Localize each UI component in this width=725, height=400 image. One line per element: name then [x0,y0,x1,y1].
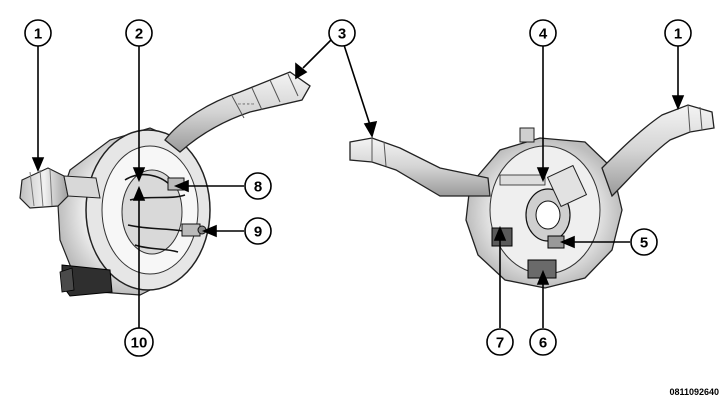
left-wiper-stalk [164,71,311,153]
arrow-7 [493,225,507,241]
leader-lines [31,37,685,328]
arrow-5 [559,235,575,249]
right-headlamp-stalk [349,137,491,197]
arrow-2 [132,167,146,183]
callout-6-label: 6 [539,335,547,352]
callout-1-left: 1 [24,19,52,47]
callout-7: 7 [486,328,514,356]
callout-9: 9 [244,217,272,245]
figure-code: 0811092640 [669,387,719,397]
arrow-8 [173,179,189,193]
right-headlamp-bands [371,138,387,167]
arrow-9 [201,224,217,238]
callouts: 1 2 3 4 1 8 9 5 [24,19,692,357]
arrow-3a [295,62,308,80]
callout-4: 4 [529,19,557,47]
callout-1-left-label: 1 [34,26,42,43]
callout-5: 5 [630,228,658,256]
callout-7-label: 7 [496,335,504,352]
left-wiring [124,173,191,253]
callout-3: 3 [328,19,356,47]
arrow-1a [31,157,45,173]
callout-10: 10 [124,327,154,357]
left-stalk-bands [231,73,299,119]
callout-8-label: 8 [254,179,262,196]
callout-1-right: 1 [664,19,692,47]
right-top-block [546,164,588,208]
callout-2: 2 [125,19,153,47]
callout-8: 8 [244,172,272,200]
callout-2-label: 2 [135,26,143,43]
left-knob-ridges [29,168,53,208]
callout-6: 6 [529,328,557,356]
right-top-tab [519,127,535,143]
right-label-strip [499,174,546,186]
left-dark-tab [59,267,75,293]
right-wiper-bands [687,104,703,133]
callout-10-label: 10 [131,335,148,352]
left-turn-signal-knob [19,167,69,209]
left-stalk-markings: ▫ ▫ ▫ ▫ [238,101,254,108]
right-hub-center [535,200,561,230]
right-switch-assembly [349,104,715,289]
left-knob-stem [63,175,101,199]
callout-1-right-label: 1 [674,26,682,43]
callout-4-label: 4 [539,26,548,43]
callout-9-label: 9 [254,224,262,241]
callout-3-label: 3 [338,26,346,43]
arrow-4 [536,167,550,183]
arrow-3b [363,120,378,139]
left-switch-assembly: ▫ ▫ ▫ ▫ [19,71,311,297]
arrow-10 [132,185,146,201]
arrow-6 [536,269,550,285]
leader-3b [343,44,371,126]
leader-3a [302,37,334,69]
right-wiper-stalk [601,104,715,198]
callout-5-label: 5 [640,235,648,252]
left-connector-9 [181,223,201,237]
arrow-1b [671,95,685,111]
